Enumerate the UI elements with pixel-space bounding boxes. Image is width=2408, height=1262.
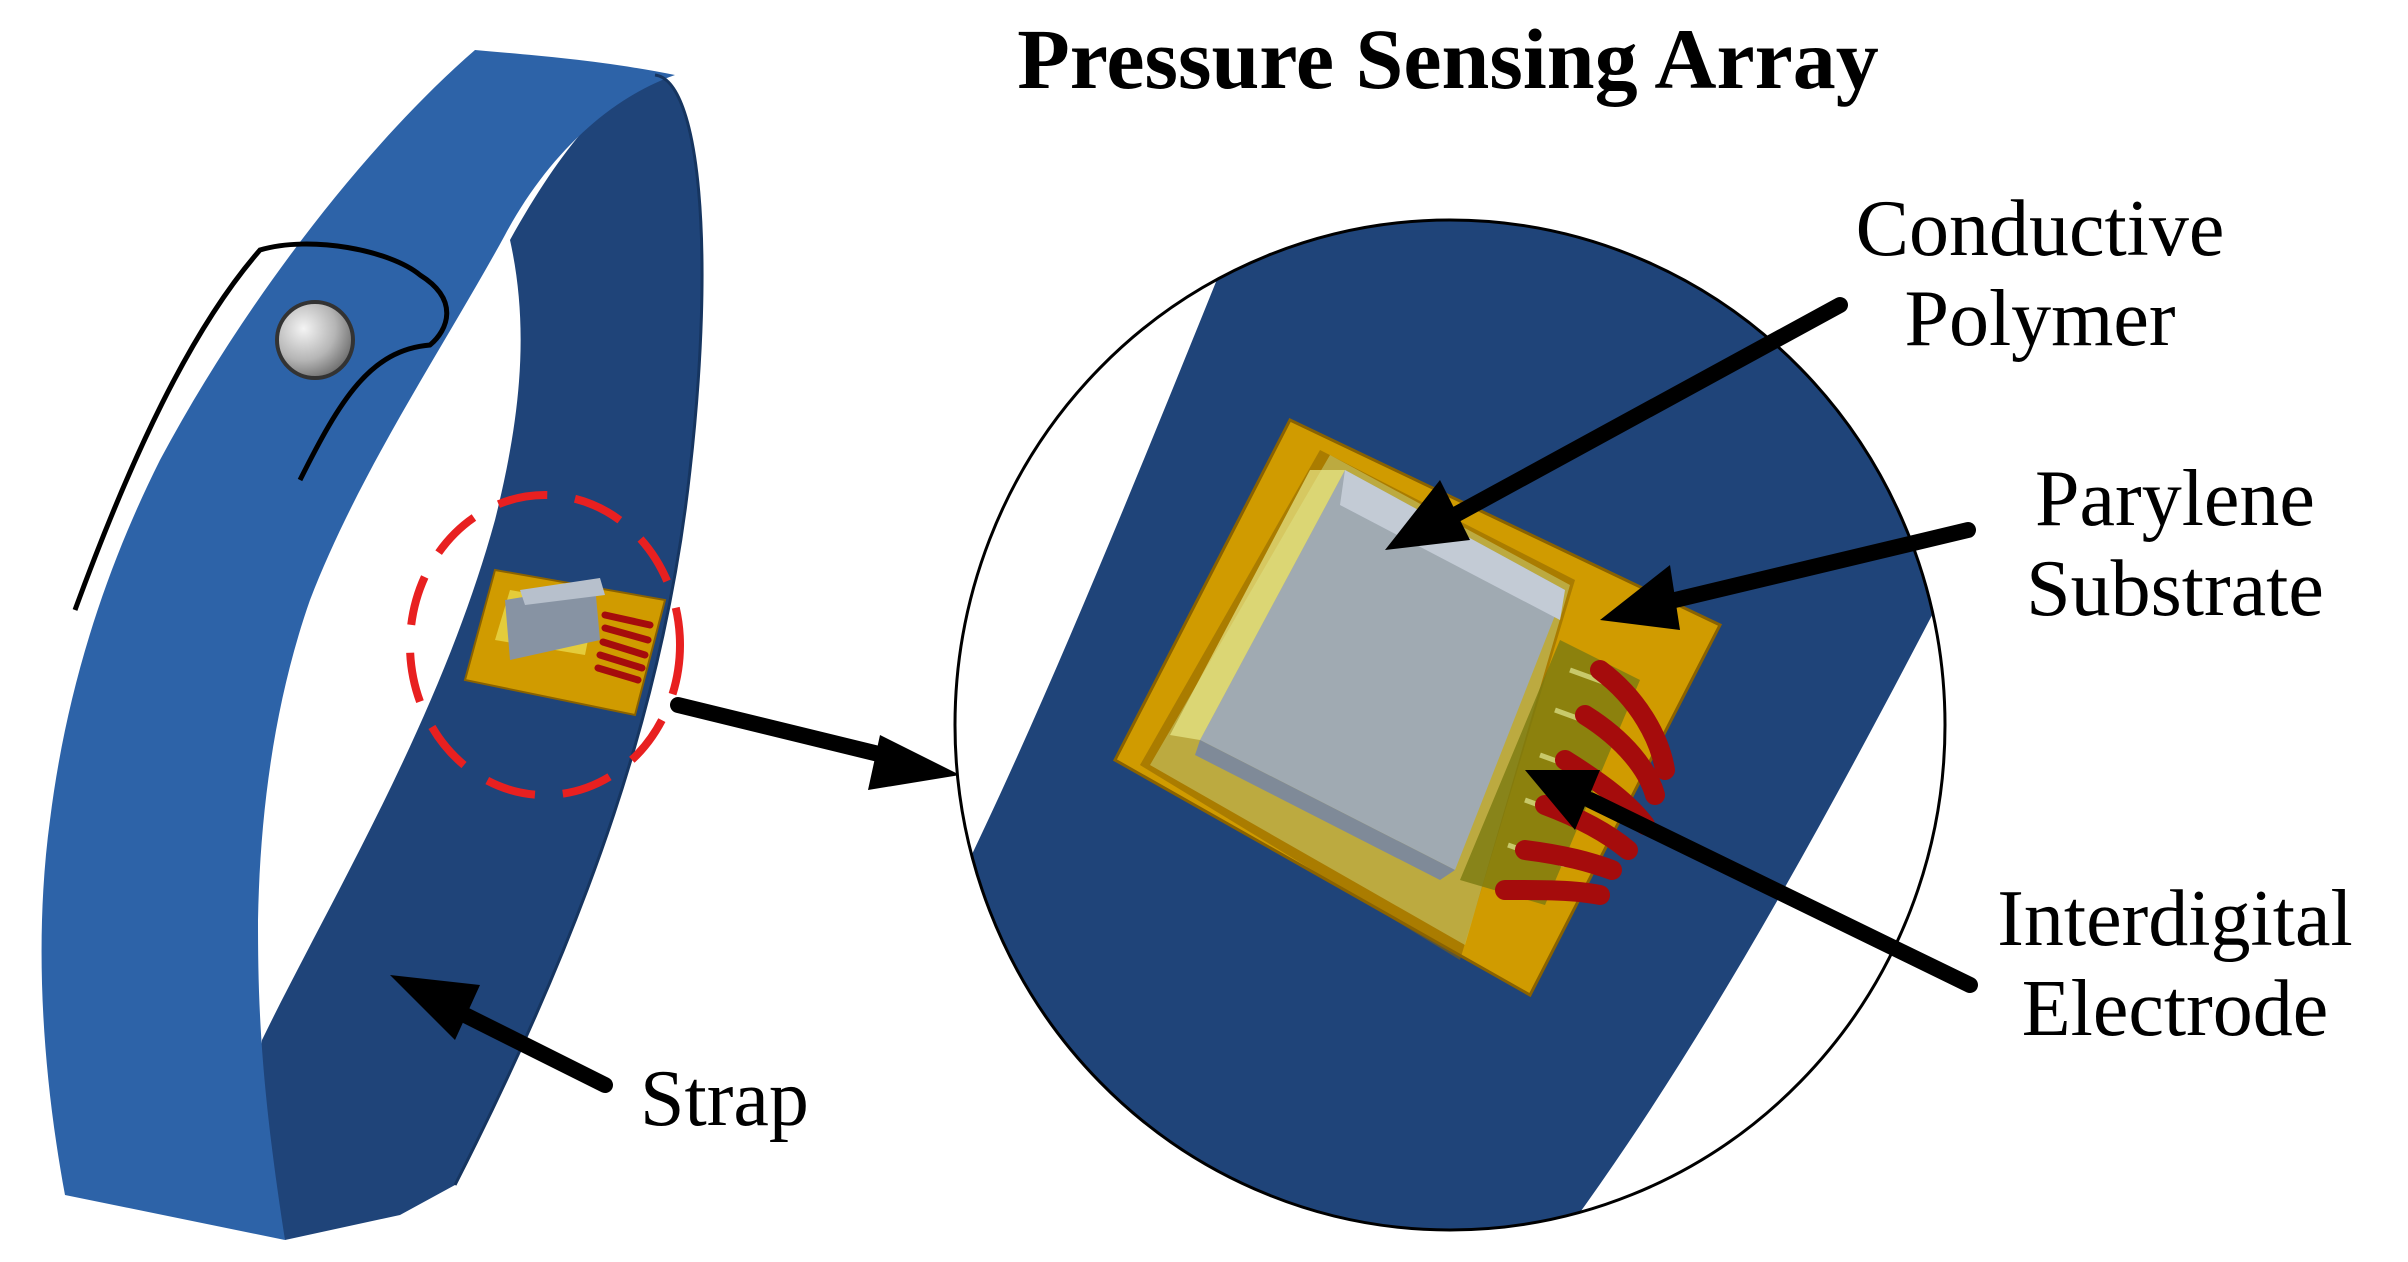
snap-button-icon	[275, 300, 355, 380]
strap-edge	[453, 73, 704, 1186]
zoom-arrow	[670, 697, 960, 790]
strap-buckle-flap-outline	[72, 241, 450, 611]
parylene-substrate-label-line1: Parylene	[2035, 455, 2315, 543]
interdigital-electrode-label-line1: Interdigital	[1997, 875, 2352, 963]
strap-sensor-small	[463, 568, 667, 717]
conductive-polymer-arrow	[1385, 297, 1848, 550]
conductive-polymer	[1170, 470, 1565, 880]
strap-arrow	[390, 975, 613, 1093]
sensor-highlight-circle	[406, 491, 684, 799]
interdigital-electrode-label-line2: Electrode	[2022, 965, 2328, 1053]
magnified-view	[953, 218, 1947, 1232]
strap-label: Strap	[640, 1055, 809, 1143]
conductive-polymer-label-line2: Polymer	[1904, 275, 2175, 363]
diagram-title: Pressure Sensing Array	[1017, 11, 1879, 107]
strap	[41, 50, 704, 1240]
parylene-substrate-label-line2: Substrate	[2026, 545, 2324, 633]
interdigital-electrode-arrow	[1525, 770, 1978, 993]
strap-outer-surface	[41, 50, 675, 1240]
parylene-substrate-arrow	[1600, 522, 1976, 630]
conductive-polymer-label-line1: Conductive	[1856, 185, 2225, 273]
